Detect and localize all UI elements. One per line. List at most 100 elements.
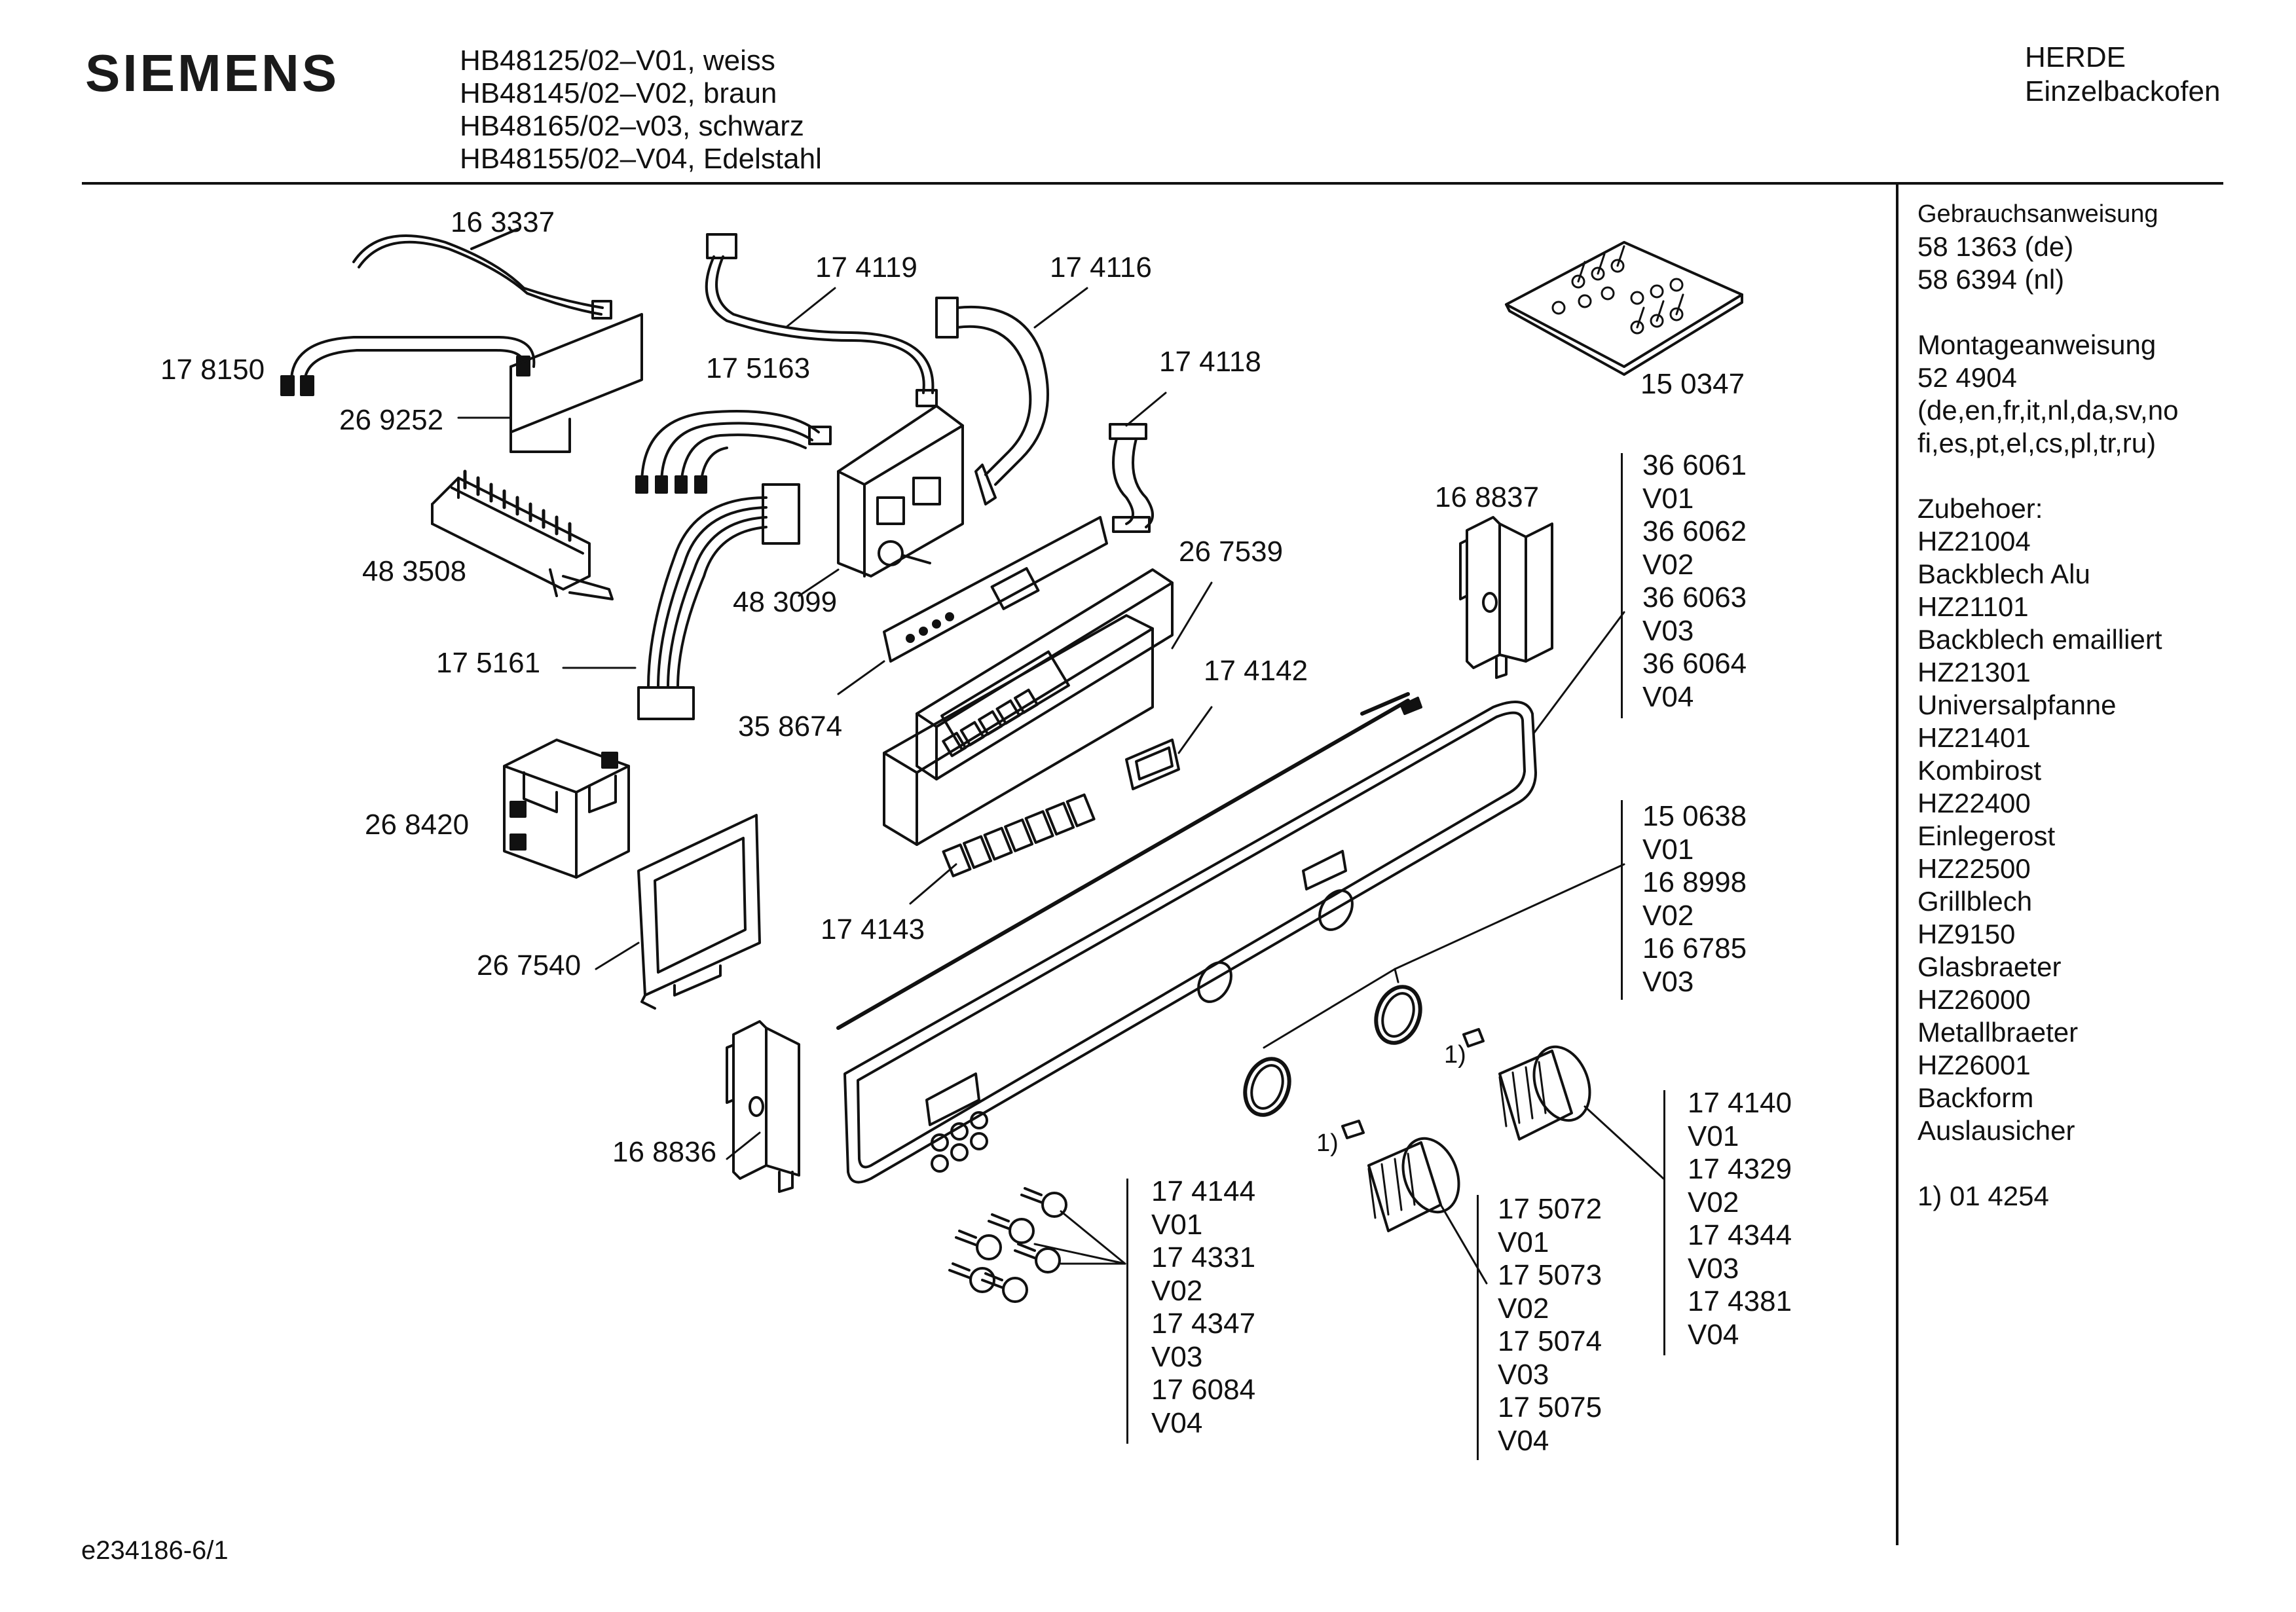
accessory-extra: Auslausicher [1917,1115,2075,1146]
part-label: 17 4119 [815,251,917,284]
leader [1125,392,1167,427]
model-line-3: HB48165/02–v03, schwarz [460,110,804,142]
list-item: 17 5073 [1498,1259,1602,1291]
leader [1033,1210,1126,1265]
variant-list-knob-right: 17 4140 V01 17 4329 V02 17 4344 V03 17 4… [1688,1087,1792,1351]
mounting-title: Montageanweisung [1917,329,2157,360]
part-label: 17 4116 [1050,251,1152,284]
part-label: 17 4142 [1204,655,1308,687]
list-item: V02 [1151,1274,1203,1307]
accessory-name: Backblech Alu [1917,559,2090,589]
leader [1263,863,1625,1049]
list-item: 17 4347 [1151,1308,1256,1340]
accessory-name: Einlegerost [1917,820,2056,851]
list-item: V01 [1642,833,1694,866]
screw-bag-150347 [1505,241,1743,376]
manual-nl: 58 6394 (nl) [1917,264,2065,295]
accessory-code: HZ22400 [1917,788,2031,818]
control-panel-frame [843,697,1537,1184]
accessory-name: Backform [1917,1082,2034,1113]
accessory-code: HZ21004 [1917,526,2031,557]
variant-list-pushbuttons: 17 4144 V01 17 4331 V02 17 4347 V03 17 6… [1151,1175,1255,1440]
leader [1171,581,1213,650]
leader [595,942,640,970]
accessory-code: HZ21301 [1917,657,2031,687]
part-label: 17 5163 [706,352,811,384]
cable-174119 [705,233,938,407]
document-id: e234186-6/1 [81,1536,229,1565]
board-358674 [883,516,1108,663]
accessory-name: Universalpfanne [1917,689,2117,720]
model-line-1: HB48125/02–V01, weiss [460,45,775,77]
part-label: 17 4118 [1159,346,1261,378]
model-line-4: HB48155/02–V04, Edelstahl [460,143,822,175]
bracket-168836 [726,1020,800,1193]
gasket-strip [836,699,1410,1030]
list-item: 16 6785 [1642,932,1747,964]
terminal-block-483508 [431,469,614,600]
mounting-number: 52 4904 [1917,362,2017,393]
list-bracket [1663,1090,1665,1355]
footnote: 1) 01 4254 [1917,1181,2049,1211]
list-item: V02 [1642,899,1694,932]
leader [785,287,836,329]
part-label: 48 3508 [362,555,467,587]
leader [837,660,885,695]
list-item: 17 4381 [1688,1285,1792,1317]
part-label: 26 8420 [365,809,470,841]
list-item: 36 6061 [1642,449,1747,481]
sidebar-divider [1896,185,1898,1545]
display-carrier [883,614,1154,846]
model-line-2: HB48145/02–V02, braun [460,77,777,109]
variant-list-rings: 15 0638 V01 16 8998 V02 16 6785 V03 [1642,800,1747,998]
list-item: 17 4329 [1688,1153,1792,1185]
part-label: 48 3099 [733,586,838,618]
accessory-name: Glasbraeter [1917,951,2062,982]
relay-bracket-268420 [503,739,630,879]
list-item: 17 4140 [1688,1087,1792,1119]
cable-175163 [635,410,832,494]
accessory-name: Kombirost [1917,755,2042,786]
list-item: V03 [1688,1252,1739,1285]
mounting-langs: fi,es,pt,el,cs,pl,tr,ru) [1917,428,2157,458]
leader [909,863,957,905]
variant-list-frame: 36 6061 V01 36 6062 V02 36 6063 V03 36 6… [1642,449,1747,714]
accessory-code: HZ22500 [1917,853,2031,884]
leader [1439,1203,1488,1285]
list-item: V02 [1688,1186,1739,1218]
subcategory: Einzelbackofen [2025,75,2221,107]
accessory-code: HZ26000 [1917,984,2031,1015]
part-label: 17 5161 [436,647,541,679]
list-bracket [1126,1179,1128,1444]
accessory-code: HZ26001 [1917,1050,2031,1080]
list-item: 17 6084 [1151,1374,1256,1406]
brand-logo: SIEMENS [85,44,340,102]
list-item: V01 [1688,1120,1739,1152]
list-item: V04 [1688,1318,1739,1351]
list-bracket [1621,800,1623,1000]
list-item: 17 4144 [1151,1175,1256,1207]
button-strip-174143 [942,793,1096,877]
accessory-name: Metallbraeter [1917,1017,2079,1048]
part-label: 15 0347 [1640,368,1745,400]
leader [726,1131,761,1160]
list-item: 36 6063 [1642,581,1747,614]
knob-left [1341,1120,1460,1232]
leader [1177,706,1213,754]
list-item: 36 6062 [1642,515,1747,547]
part-label: 16 8836 [612,1136,717,1168]
list-item: V02 [1642,548,1694,581]
category-block: HERDE Einzelbackofen [2025,41,2220,109]
bracket-168837 [1459,516,1553,679]
list-bracket [1621,453,1623,718]
module-483099 [837,405,964,577]
variant-list-knob-left: 17 5072 V01 17 5073 V02 17 5074 V03 17 5… [1498,1193,1602,1457]
leader [798,568,840,597]
part-label: 26 9252 [339,404,444,436]
list-item: V03 [1642,965,1694,998]
list-item: 17 5075 [1498,1391,1602,1423]
accessory-name: Backblech emailliert [1917,624,2162,655]
list-bracket [1477,1195,1479,1460]
list-item: 17 4344 [1688,1219,1792,1251]
footnote-marker: 1) [1316,1129,1339,1157]
